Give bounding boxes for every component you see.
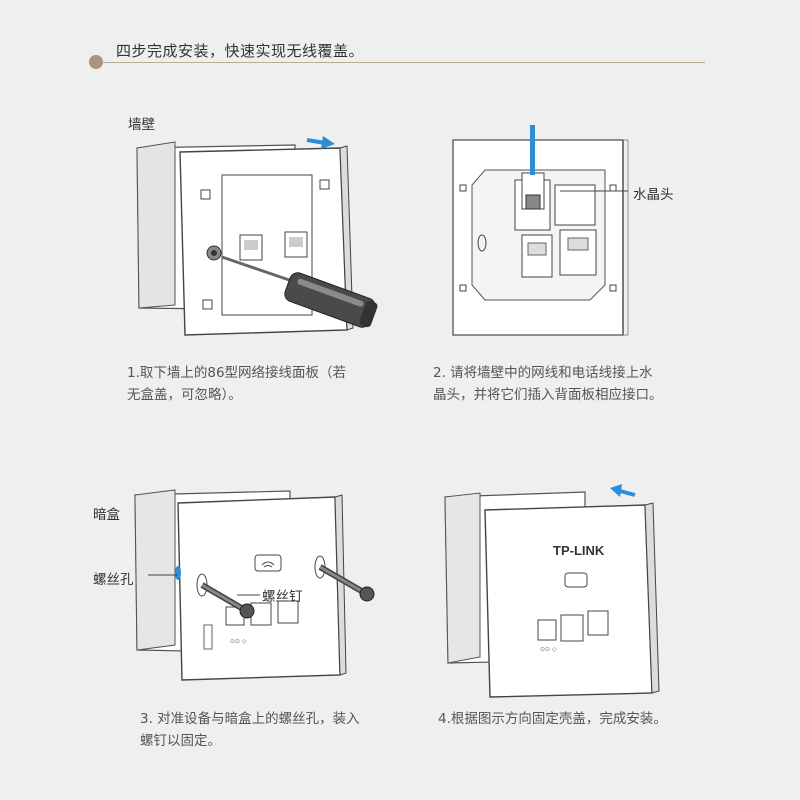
label-hole: 螺丝孔 [93,572,134,588]
step4-illustration: ⊙⊙ ◇ [444,484,660,698]
step2-caption: 2. 请将墙壁中的网线和电话线接上水 晶头，并将它们插入背面板相应接口。 [433,362,663,406]
step4-caption-line1: 4.根据图示方向固定壳盖，完成安装。 [438,711,667,727]
step1-illustration [136,136,378,336]
step1-caption: 1.取下墙上的86型网络接线面板（若 无盒盖，可忽略）。 [127,362,346,406]
step2-illustration [452,125,629,336]
svg-text:⊙⊙ ◇: ⊙⊙ ◇ [540,646,557,653]
step3-caption-line1: 3. 对准设备与暗盒上的螺丝孔，装入 [140,711,360,727]
title-bullet [89,55,103,69]
step3-caption-line2: 螺钉以固定。 [140,733,221,749]
label-screw: 螺丝钉 [262,589,303,605]
label-box: 暗盒 [93,507,120,523]
label-wall: 墙壁 [128,117,155,133]
step4-caption: 4.根据图示方向固定壳盖，完成安装。 [438,708,667,730]
label-connector: 水晶头 [633,187,674,203]
brand-logo: TP-LINK [553,543,605,558]
svg-text:⊙⊙ ◇: ⊙⊙ ◇ [230,638,247,645]
step1-caption-line2: 无盒盖，可忽略）。 [127,387,242,403]
step2-caption-line1: 2. 请将墙壁中的网线和电话线接上水 [433,365,653,381]
page-title: 四步完成安装，快速实现无线覆盖。 [116,42,365,60]
step2-caption-line2: 晶头，并将它们插入背面板相应接口。 [433,387,663,403]
title-divider [103,62,705,63]
step1-caption-line1: 1.取下墙上的86型网络接线面板（若 [127,365,347,381]
step3-illustration: ⊙⊙ ◇ [134,489,375,681]
step3-caption: 3. 对准设备与暗盒上的螺丝孔，装入 螺钉以固定。 [140,708,360,752]
